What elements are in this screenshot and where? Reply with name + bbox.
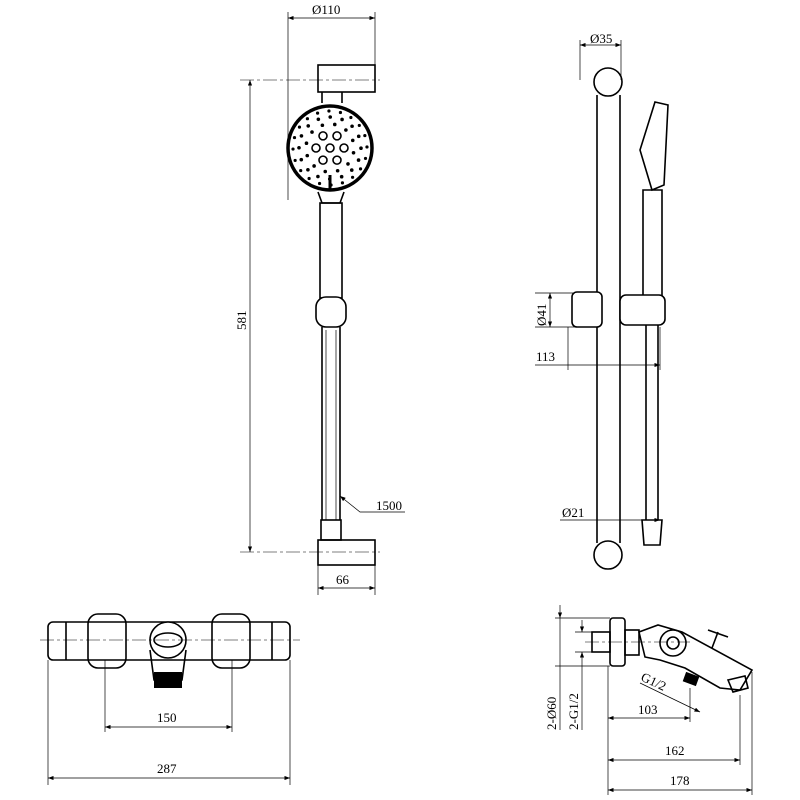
spray-nozzle xyxy=(310,130,314,134)
mixer-side-view: 2-Ø60 2-G1/2 G1/2 103 162 178 xyxy=(544,605,754,795)
spray-nozzle xyxy=(311,143,321,153)
rail-bottom-end xyxy=(593,540,623,570)
spray-nozzle xyxy=(365,145,369,149)
spray-nozzle xyxy=(344,128,348,132)
spray-nozzle xyxy=(297,145,301,150)
spray-nozzle xyxy=(316,117,321,122)
spray-nozzle xyxy=(316,174,320,179)
spray-nozzle xyxy=(297,125,302,129)
spray-nozzle xyxy=(304,141,309,146)
side-view: Ø35 Ø41 113 Ø21 xyxy=(534,31,669,570)
dim-outlet-thread: G1/2 xyxy=(639,669,669,694)
spray-nozzle xyxy=(350,175,355,179)
spray-nozzle xyxy=(305,153,310,158)
spray-nozzle xyxy=(299,157,304,162)
spray-nozzle xyxy=(358,167,363,171)
spray-nozzle xyxy=(291,147,295,151)
spray-nozzle xyxy=(359,146,363,151)
dim-height: 581 xyxy=(234,311,249,331)
top-bracket xyxy=(317,64,376,93)
handle xyxy=(319,202,343,299)
spray-nozzle xyxy=(340,181,345,185)
spray-nozzle xyxy=(306,167,310,172)
spray-nozzle xyxy=(299,134,304,138)
spray-nozzle xyxy=(318,131,328,141)
spray-nozzle xyxy=(332,131,342,141)
dim-head-diameter: Ø110 xyxy=(312,2,340,17)
spray-nozzle xyxy=(338,110,343,115)
spray-nozzle xyxy=(363,156,368,161)
spray-nozzle xyxy=(357,123,361,128)
aerator xyxy=(154,672,182,688)
spray-nozzle xyxy=(332,155,342,165)
dim-spout-depth: 162 xyxy=(665,743,685,758)
spray-nozzle xyxy=(349,115,353,120)
dim-overall-width: 287 xyxy=(157,761,177,776)
spray-nozzle xyxy=(312,164,316,168)
spray-nozzle xyxy=(351,150,356,155)
rail-top-end xyxy=(593,67,623,97)
spray-nozzle xyxy=(335,168,340,173)
front-view: Ø110 581 66 1500 xyxy=(234,2,405,595)
slider-side xyxy=(571,291,603,328)
spray-nozzle xyxy=(363,133,367,138)
spray-nozzle xyxy=(307,176,311,181)
spray-nozzle xyxy=(305,117,310,121)
spray-nozzle xyxy=(350,138,355,143)
mixer-front-view: 150 287 xyxy=(40,613,300,785)
dim-rail-end-diameter: Ø35 xyxy=(590,31,612,46)
spray-nozzle xyxy=(356,158,361,162)
dim-rail-diameter: Ø21 xyxy=(562,505,584,520)
spray-nozzle xyxy=(339,143,349,153)
dim-outlet-depth: 103 xyxy=(638,702,658,717)
spray-nozzle xyxy=(350,124,354,129)
dim-escutcheon: 2-Ø60 xyxy=(544,697,559,730)
dim-inlet-thread: 2-G1/2 xyxy=(566,693,581,730)
spray-nozzle xyxy=(317,181,322,186)
spray-nozzle xyxy=(349,168,354,172)
spray-nozzle xyxy=(356,134,361,139)
spray-nozzle xyxy=(339,174,344,179)
dim-center-distance: 150 xyxy=(157,710,177,725)
hand-shower xyxy=(639,101,669,192)
spray-nozzle xyxy=(318,155,328,165)
spray-nozzle xyxy=(299,168,303,173)
dim-bracket-width: 66 xyxy=(336,572,350,587)
spray-nozzle xyxy=(306,124,311,128)
spray-nozzle xyxy=(346,162,350,166)
slider xyxy=(315,296,347,328)
dim-slider-diameter: Ø41 xyxy=(534,304,549,326)
spray-nozzle xyxy=(320,123,325,128)
spray-nozzle xyxy=(328,115,333,119)
rail-end xyxy=(320,519,342,541)
bottom-bracket xyxy=(317,539,376,566)
spray-nozzle xyxy=(293,158,297,163)
spray-nozzle xyxy=(327,109,331,113)
spray-nozzles xyxy=(291,109,369,187)
spray-nozzle xyxy=(340,117,344,122)
spray-nozzle xyxy=(292,135,297,140)
dim-projection: 113 xyxy=(536,349,555,364)
dim-overall-depth: 178 xyxy=(670,773,690,788)
dim-hose-length: 1500 xyxy=(376,498,402,513)
spray-nozzle xyxy=(323,169,328,174)
spray-nozzle xyxy=(332,122,337,127)
spray-nozzle xyxy=(315,111,320,115)
